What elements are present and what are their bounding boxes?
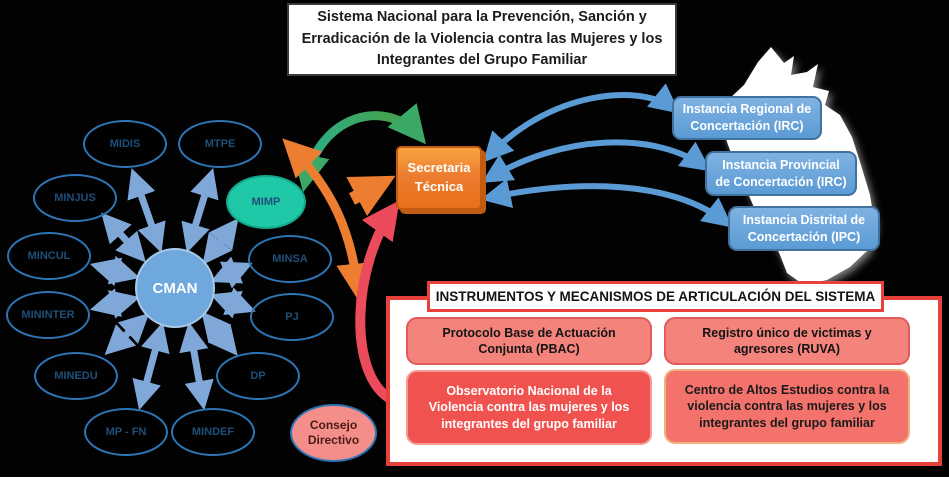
instrument-centro-box: Centro de Altos Estudios contra la viole… (664, 369, 910, 444)
node-midis: MIDIS (83, 120, 167, 168)
bottom-white-strip (0, 477, 949, 483)
node-pj: PJ (250, 293, 334, 341)
instruments-header: INSTRUMENTOS Y MECANISMOS DE ARTICULACIÓ… (427, 281, 884, 312)
secretaria-tecnica-box: Secretaria Técnica (396, 146, 482, 210)
orange-block-arrow (346, 175, 396, 217)
node-mtpe: MTPE (178, 120, 262, 168)
node-mp-fn: MP - FN (84, 408, 168, 456)
node-minjus: MINJUS (33, 174, 117, 222)
instancia-regional-box: Instancia Regional de Concertación (IRC) (672, 96, 822, 140)
node-mindef: MINDEF (171, 408, 255, 456)
system-title: Sistema Nacional para la Prevención, San… (287, 3, 677, 76)
node-mininter: MININTER (6, 291, 90, 339)
node-mincul: MINCUL (7, 232, 91, 280)
node-minsa: MINSA (248, 235, 332, 283)
node-mimp: MIMP (226, 175, 306, 229)
instrument-pbac-box: Protocolo Base de Actuación Conjunta (PB… (406, 317, 652, 365)
node-consejo-directivo: Consejo Directivo (290, 404, 377, 462)
instancia-distrital-box: Instancia Distrital de Concertación (IPC… (728, 206, 880, 251)
node-dp: DP (216, 352, 300, 400)
instrument-observatorio-box: Observatorio Nacional de la Violencia co… (406, 370, 652, 445)
node-minedu: MINEDU (34, 352, 118, 400)
instrument-ruva-box: Registro único de victimas y agresores (… (664, 317, 910, 365)
instancia-provincial-box: Instancia Provincial de Concertación (IR… (705, 151, 857, 196)
node-cman: CMAN (135, 248, 215, 328)
